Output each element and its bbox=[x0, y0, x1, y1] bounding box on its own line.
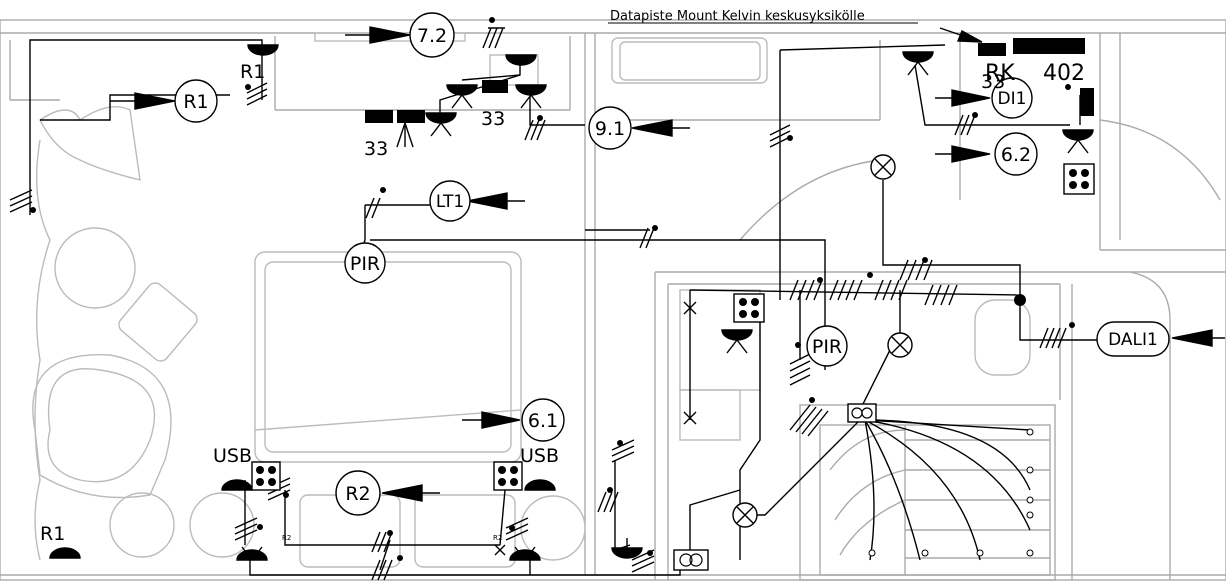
circuit-dali1-label: DALI1 bbox=[1108, 330, 1158, 350]
circuit-r2-bubble: R2 bbox=[335, 470, 381, 516]
rk-label: RK bbox=[985, 61, 1015, 86]
wall-light-symbol bbox=[221, 479, 253, 491]
arrows bbox=[110, 26, 1225, 502]
circuit-7-2-bubble: 7.2 bbox=[409, 12, 455, 58]
circuit-6-2-label: 6.2 bbox=[1001, 144, 1031, 166]
pendant-symbol bbox=[396, 122, 414, 148]
ceiling-lamps bbox=[732, 154, 913, 528]
circuit-r1-label: R1 bbox=[183, 91, 208, 113]
r2-small-right: R2 bbox=[493, 534, 502, 542]
circuit-pir-bubble-left: PIR bbox=[344, 242, 386, 284]
downlight-symbol bbox=[902, 51, 934, 76]
usb-left-label: USB bbox=[213, 445, 252, 467]
x-markers bbox=[494, 301, 697, 556]
usb-right-label: USB bbox=[520, 445, 559, 467]
transformer-icon bbox=[673, 549, 709, 571]
circuit-di1-bubble: DI1 bbox=[991, 77, 1033, 119]
downlight-symbol bbox=[247, 44, 279, 60]
arrow-6-1 bbox=[462, 411, 521, 429]
room-number: 402 bbox=[1043, 61, 1085, 86]
arrow-lt1 bbox=[466, 192, 525, 210]
arrow-rk bbox=[939, 27, 983, 43]
circuit-6-1-label: 6.1 bbox=[528, 410, 558, 432]
arrow-7-2 bbox=[345, 26, 411, 44]
downlight-symbol bbox=[505, 54, 537, 66]
label-33-left: 33 bbox=[364, 138, 388, 160]
downlight-symbol bbox=[611, 538, 643, 559]
linear-luminaires bbox=[365, 38, 1094, 123]
lamp-x-icon bbox=[732, 502, 758, 528]
wall-light-symbol bbox=[49, 547, 81, 559]
circuit-pir-label-left: PIR bbox=[350, 253, 380, 275]
downlight-symbol bbox=[515, 84, 547, 109]
quad-socket-icon bbox=[493, 461, 523, 491]
text-labels: Datapiste Mount Kelvin keskusyksikölle 4… bbox=[40, 9, 1085, 545]
downlight-symbol bbox=[425, 112, 457, 137]
circuit-7-2-label: 7.2 bbox=[417, 25, 447, 47]
label-33-mid: 33 bbox=[481, 108, 505, 130]
circuit-di1-label: DI1 bbox=[998, 89, 1027, 109]
circuit-6-2-bubble: 6.2 bbox=[994, 132, 1038, 176]
downlight-symbol bbox=[721, 329, 753, 354]
arrow-r2 bbox=[381, 484, 440, 502]
cable-tick-marks bbox=[9, 27, 1067, 581]
arrow-9-1 bbox=[631, 119, 690, 137]
quad-socket-icon bbox=[251, 461, 281, 491]
wall-light-symbol bbox=[524, 479, 556, 491]
lamp-x-icon bbox=[887, 332, 913, 358]
quad-socket-icon bbox=[733, 293, 765, 323]
circuit-labels: 7.2 R1 9.1 LT1 PIR PIR DI1 6.2 6.1 R2 DA… bbox=[174, 12, 1170, 516]
arrow-di1 bbox=[935, 89, 991, 107]
wall-light-symbol bbox=[236, 546, 268, 561]
circuit-lt1-bubble: LT1 bbox=[429, 180, 471, 222]
circuit-9-1-bubble: 9.1 bbox=[588, 106, 632, 150]
label-33-right: 33 bbox=[981, 71, 1005, 93]
staircase bbox=[829, 425, 1050, 575]
outlet-boxes bbox=[251, 163, 1095, 571]
arrow-r1 bbox=[110, 92, 176, 110]
datapoint-note: Datapiste Mount Kelvin keskusyksikölle bbox=[610, 9, 865, 24]
arrow-dali1 bbox=[1171, 329, 1225, 347]
circuit-r1-bubble: R1 bbox=[174, 79, 218, 123]
downlight-symbol bbox=[446, 84, 478, 109]
downlight-symbol bbox=[1062, 129, 1094, 154]
light-fixtures bbox=[49, 44, 1094, 561]
lamp-x-icon bbox=[870, 154, 896, 180]
circuit-pir-bubble-right: PIR bbox=[806, 325, 848, 367]
stair-led-points bbox=[868, 428, 1034, 557]
r1-bottom-label: R1 bbox=[40, 523, 65, 545]
quad-socket-icon bbox=[1063, 163, 1095, 195]
r1-top-label: R1 bbox=[240, 61, 265, 83]
circuit-r2-label: R2 bbox=[345, 483, 370, 505]
circuit-pir-label-right: PIR bbox=[812, 336, 842, 358]
circuit-6-1-bubble: 6.1 bbox=[521, 398, 565, 442]
arrow-6-2 bbox=[935, 145, 991, 163]
circuit-lt1-label: LT1 bbox=[436, 192, 464, 212]
transformer-icon bbox=[847, 403, 877, 423]
wall-light-symbol bbox=[509, 546, 541, 561]
circuit-9-1-label: 9.1 bbox=[595, 118, 625, 140]
r2-small-left: R2 bbox=[282, 534, 291, 542]
circuit-dali1-bubble: DALI1 bbox=[1096, 321, 1170, 357]
